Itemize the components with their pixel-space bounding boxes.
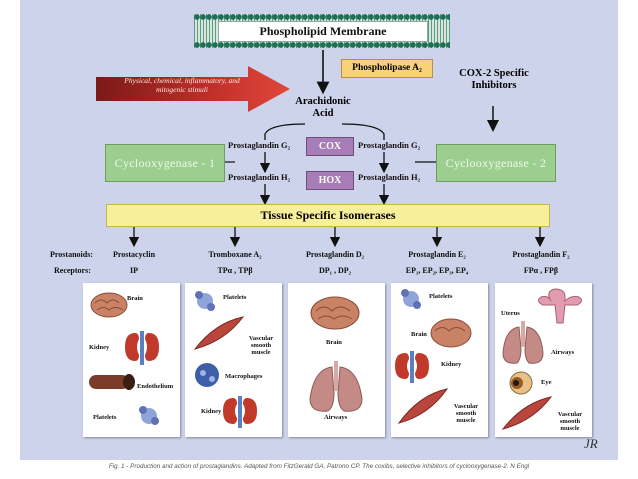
- kidney-icon: [395, 353, 409, 379]
- kidney-icon: [125, 333, 139, 361]
- membrane-label: Phospholipid Membrane: [218, 21, 428, 42]
- smooth-muscle-icon: [193, 316, 245, 350]
- prostanoid-0: Prostacyclin: [112, 250, 156, 259]
- macrophage-icon: [195, 363, 219, 387]
- hox-enzyme-box: HOX: [306, 171, 354, 190]
- tissue-card-prostacyclin: Brain Kidney Endothelium Platelets: [83, 283, 180, 437]
- prostanoid-2: Prostaglandin D₂: [305, 250, 365, 259]
- tissue-illustrations: [501, 288, 583, 430]
- tissue-label: Airways: [551, 349, 575, 356]
- brain-icon: [430, 318, 472, 348]
- receptor-0: IP: [130, 266, 138, 275]
- cox-enzyme-box: COX: [306, 137, 354, 156]
- platelet-icon: [195, 291, 215, 311]
- tissue-isomerases-bar: Tissue Specific Isomerases: [106, 204, 550, 227]
- tissue-card-pge2: Platelets Brain Kidney Vascular smooth m…: [391, 283, 488, 437]
- cyclooxygenase-2-box: Cyclooxygenase - 2: [436, 144, 556, 182]
- brain-icon: [90, 292, 128, 318]
- tissue-card-pgd2: Brain Airways: [288, 283, 385, 437]
- tissue-label: Eye: [541, 379, 552, 386]
- brain-icon: [310, 296, 360, 330]
- tissue-label: Brain: [127, 295, 143, 302]
- smooth-muscle-icon: [397, 388, 449, 424]
- endothelium-icon: [89, 374, 135, 390]
- platelet-icon: [401, 289, 421, 309]
- tissue-label: Endothelium: [137, 383, 174, 390]
- tissue-illustrations: [193, 291, 257, 428]
- tissue-label: Platelets: [429, 293, 453, 300]
- receptor-4: FPα , FPβ: [523, 266, 559, 275]
- smooth-muscle-icon: [501, 396, 553, 430]
- tissue-label: Vascular smooth muscle: [453, 403, 479, 424]
- tissue-label: Platelets: [93, 414, 117, 421]
- arachidonic-acid-label: Arachidonic Acid: [295, 96, 351, 119]
- platelet-icon: [139, 406, 159, 425]
- prostanoids-row-label: Prostanoids:: [50, 250, 93, 259]
- tissue-illustrations: [395, 289, 472, 424]
- pg-h2-right: Prostaglandin H₂: [358, 172, 421, 182]
- tissue-label: Macrophages: [225, 373, 263, 380]
- kidney-icon: [223, 398, 237, 424]
- tissue-label: Vascular smooth muscle: [557, 411, 583, 432]
- artist-signature: JR: [584, 436, 598, 451]
- receptor-2: DP₁ , DP₂: [318, 266, 352, 275]
- stimuli-arrow: [96, 66, 290, 112]
- prostanoid-1: Tromboxane A₂: [208, 250, 262, 259]
- prostanoid-3: Prostaglandin E₂: [408, 250, 466, 259]
- cyclooxygenase-1-box: Cyclooxygenase - 1: [105, 144, 225, 182]
- tissue-label: Brain: [326, 339, 342, 346]
- cox2-inhibitors-label: COX-2 Specific Inhibitors: [459, 68, 529, 91]
- tissue-illustrations: [89, 292, 159, 425]
- eye-icon: [509, 371, 533, 395]
- tissue-label: Airways: [324, 414, 348, 421]
- tissue-card-pgf2: Uterus Airways Eye Vascular smooth muscl…: [495, 283, 592, 437]
- receptors-row-label: Receptors:: [54, 266, 91, 275]
- tissue-label: Kidney: [201, 408, 222, 415]
- phospholipase-label: Phospholipase A₂: [341, 59, 433, 78]
- uterus-icon: [537, 288, 583, 324]
- tissue-label: Kidney: [89, 344, 110, 351]
- pg-g2-left: Prostaglandin G₂: [228, 140, 291, 150]
- tissue-label: Brain: [411, 331, 427, 338]
- tissue-illustrations: [309, 296, 363, 412]
- figure-caption: Fig. 1 - Production and action of prosta…: [108, 463, 530, 470]
- pg-h2-left: Prostaglandin H₂: [228, 172, 291, 182]
- tissue-label: Uterus: [501, 310, 520, 317]
- receptor-3: EP₁, EP₂, EP₃, EP₄: [405, 266, 469, 275]
- tissue-label: Kidney: [441, 361, 462, 368]
- pg-g2-right: Prostaglandin G₂: [358, 140, 421, 150]
- stimuli-label: Physical, chemical, inflammatory, and mi…: [124, 76, 240, 94]
- tissue-label: Platelets: [223, 294, 247, 301]
- prostanoid-4: Prostaglandin F₂: [512, 250, 570, 259]
- receptor-1: TPα , TPβ: [217, 266, 253, 275]
- lungs-icon: [309, 361, 363, 412]
- tissue-label: Vascular smooth muscle: [248, 335, 274, 356]
- tissue-card-thromboxane: Platelets Vascular smooth muscle Macroph…: [185, 283, 282, 437]
- lungs-icon: [502, 321, 544, 364]
